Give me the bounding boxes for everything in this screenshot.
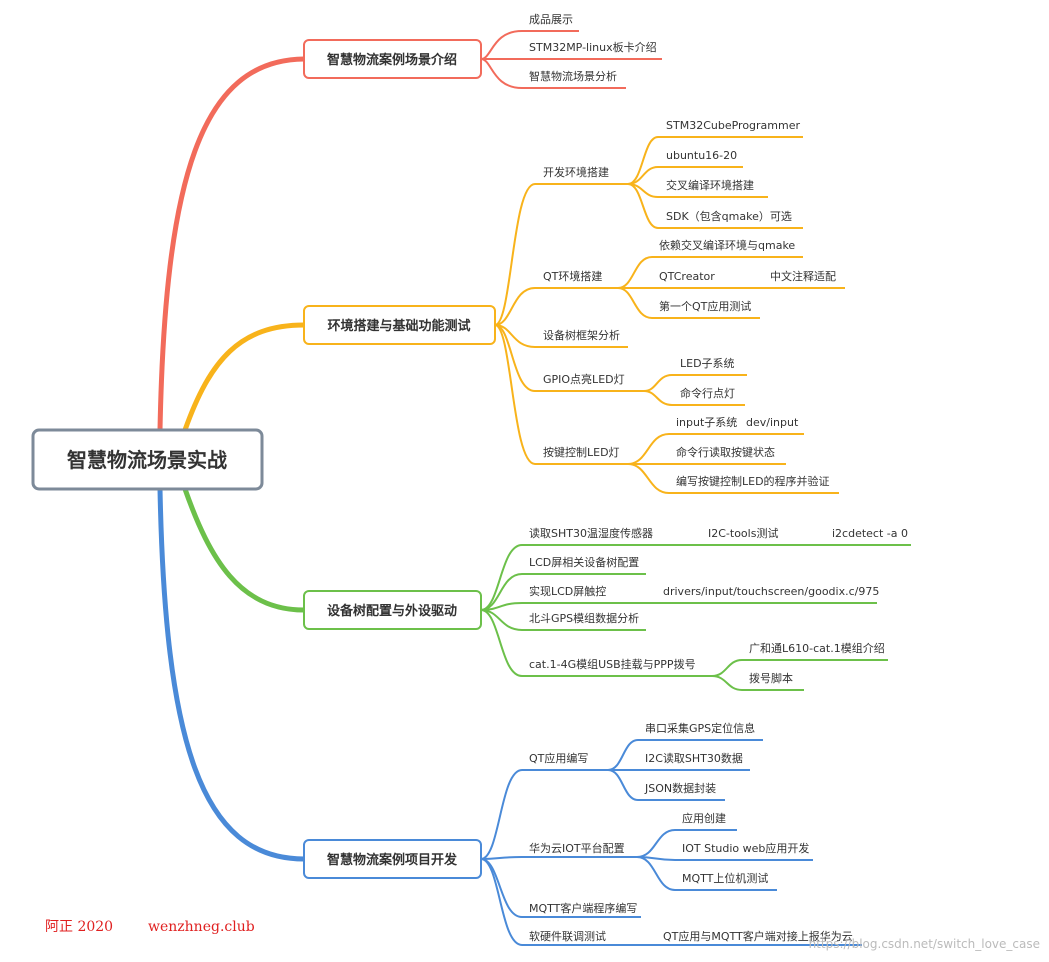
- node-sht30[interactable]: 读取SHT30温湿度传感器: [529, 526, 653, 540]
- connector-main-2: [182, 322, 307, 433]
- connector-main-3: [182, 486, 307, 613]
- node-led-subsystem[interactable]: LED子系统: [680, 357, 735, 370]
- node-mqtt-test[interactable]: MQTT上位机测试: [682, 871, 768, 885]
- node-lcd-touch[interactable]: 实现LCD屏触控: [529, 584, 606, 598]
- node-ubuntu[interactable]: ubuntu16-20: [666, 149, 737, 162]
- node-goodix-path[interactable]: drivers/input/touchscreen/goodix.c/975: [663, 585, 879, 598]
- footer-site: wenzhneg.club: [148, 919, 255, 935]
- branch-box-2[interactable]: [303, 305, 496, 345]
- branch-label-2: 环境搭建与基础功能测试: [327, 318, 470, 334]
- node-cross-compile[interactable]: 交叉编译环境搭建: [666, 178, 754, 192]
- branch-label-3: 设备树配置与外设驱动: [327, 603, 457, 619]
- node-key-led[interactable]: 按键控制LED灯: [543, 445, 620, 459]
- node-qtcreator[interactable]: QTCreator: [659, 270, 715, 283]
- node-dial-script[interactable]: 拨号脚本: [749, 671, 793, 685]
- node-key-program[interactable]: 编写按键控制LED的程序并验证: [676, 474, 830, 488]
- footer-author: 阿正 2020: [45, 919, 113, 935]
- branch-box-3[interactable]: [303, 590, 482, 630]
- node-huawei-iot[interactable]: 华为云IOT平台配置: [529, 841, 625, 855]
- node-qt-depends[interactable]: 依赖交叉编译环境与qmake: [659, 238, 795, 252]
- node-app-create[interactable]: 应用创建: [682, 811, 726, 825]
- node-cmd-key[interactable]: 命令行读取按键状态: [676, 445, 775, 459]
- node-sdk-qmake[interactable]: SDK（包含qmake）可选: [666, 209, 792, 223]
- branch-box-1[interactable]: [303, 39, 482, 79]
- node-dev-env[interactable]: 开发环境搭建: [543, 165, 609, 179]
- node-gps-analysis[interactable]: 北斗GPS模组数据分析: [529, 611, 639, 625]
- node-i2cdetect[interactable]: i2cdetect -a 0: [832, 527, 908, 540]
- branch-label-1: 智慧物流案例场景介绍: [327, 52, 457, 68]
- node-chinese-comment[interactable]: 中文注释适配: [770, 269, 836, 283]
- node-qt-app[interactable]: QT应用编写: [529, 751, 588, 765]
- node-cp-display[interactable]: 成品展示: [529, 13, 573, 26]
- node-input-subsystem[interactable]: input子系统: [676, 416, 737, 429]
- connector-main-1: [157, 56, 307, 433]
- node-i2c-tools[interactable]: I2C-tools测试: [708, 527, 778, 540]
- node-uart-gps[interactable]: 串口采集GPS定位信息: [645, 721, 755, 735]
- node-l610[interactable]: 广和通L610-cat.1模组介绍: [749, 641, 885, 655]
- node-iot-studio[interactable]: IOT Studio web应用开发: [682, 841, 809, 855]
- node-json[interactable]: JSON数据封装: [644, 781, 716, 795]
- branch-box-4[interactable]: [303, 839, 482, 879]
- node-dev-input[interactable]: dev/input: [746, 416, 799, 429]
- node-cmd-led[interactable]: 命令行点灯: [680, 386, 735, 400]
- node-qt-mqtt-huawei[interactable]: QT应用与MQTT客户端对接上报华为云: [663, 929, 853, 943]
- node-gpio-led[interactable]: GPIO点亮LED灯: [543, 372, 625, 386]
- node-mqtt-client[interactable]: MQTT客户端程序编写: [529, 901, 637, 915]
- node-lcd-dt[interactable]: LCD屏相关设备树配置: [529, 555, 639, 569]
- watermark: https://blog.csdn.net/switch_love_case: [809, 937, 1040, 951]
- node-cat1-4g[interactable]: cat.1-4G模组USB挂载与PPP拨号: [529, 657, 696, 671]
- node-i2c-sht30[interactable]: I2C读取SHT30数据: [645, 751, 743, 765]
- connector-main-4: [157, 486, 307, 862]
- node-qt-env[interactable]: QT环境搭建: [543, 269, 602, 283]
- root-label: 智慧物流场景实战: [67, 448, 227, 472]
- node-scenario-analysis[interactable]: 智慧物流场景分析: [529, 69, 617, 83]
- branch-label-4: 智慧物流案例项目开发: [327, 852, 458, 868]
- root-box[interactable]: [31, 428, 264, 491]
- node-stm32cubeprogrammer[interactable]: STM32CubeProgrammer: [666, 119, 800, 132]
- node-stm32mp-board[interactable]: STM32MP-linux板卡介绍: [529, 40, 657, 54]
- node-devicetree-analysis[interactable]: 设备树框架分析: [543, 328, 620, 342]
- node-integration-test[interactable]: 软硬件联调测试: [529, 929, 606, 943]
- node-first-qt-app[interactable]: 第一个QT应用测试: [659, 299, 751, 313]
